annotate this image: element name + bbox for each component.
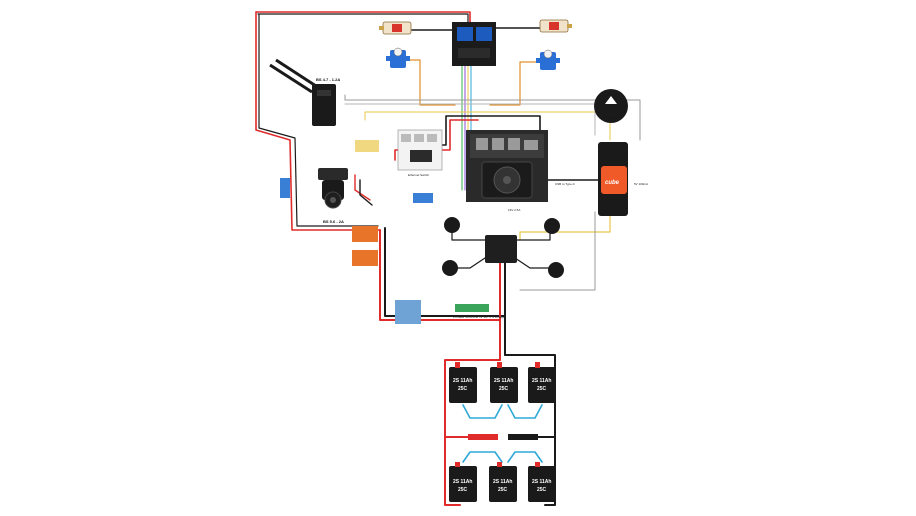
label-gps-sub: M10 Neo — [605, 112, 618, 116]
wire-main-black — [384, 227, 506, 356]
battery-4-line1: 2S 11Ah — [453, 479, 472, 485]
battery-4: 2S 11Ah 25C — [449, 466, 477, 502]
wire-outer-black — [257, 13, 469, 25]
motors — [442, 217, 564, 278]
wire-gray-1 — [344, 94, 641, 141]
flight-controller — [598, 142, 628, 216]
motor-top-right — [544, 218, 560, 234]
jetson-board — [466, 130, 548, 202]
bec-module-left — [280, 178, 290, 198]
wire-cam-black — [359, 179, 373, 206]
wire-servo-left — [407, 59, 456, 106]
motor-bottom-left — [442, 260, 458, 276]
battery-5: 2S 11Ah 25C — [489, 466, 517, 502]
battery-6-line1: 2S 11Ah — [532, 479, 551, 485]
battery-5-line1: 2S 11Ah — [493, 479, 512, 485]
battery-6: 2S 11Ah 25C — [528, 466, 556, 502]
wago-connectors — [352, 226, 421, 324]
label-power-module: POWER MODULE 5V 3A / 6 S Voltage — [453, 315, 505, 319]
battery-3: 2S 11Ah 25C — [528, 367, 556, 403]
bec-module-cam — [355, 140, 379, 152]
wire-cam-red — [354, 174, 371, 201]
wire-main-red — [379, 229, 501, 361]
relay-motor-left — [379, 21, 412, 35]
label-bec-top: BS 4.7 - 1.2A — [316, 77, 340, 82]
ethernet-switch — [397, 129, 443, 171]
relay-motor-right — [539, 19, 572, 33]
motor-top-left — [444, 217, 460, 233]
battery-tabs — [455, 362, 540, 467]
wire-outer-red — [255, 11, 471, 23]
wire-batt-black-bot — [544, 436, 556, 506]
battery-6-line2: 25C — [537, 487, 547, 493]
gps-module — [594, 89, 628, 123]
battery-2: 2S 11Ah 25C — [490, 367, 518, 403]
wire-motor-br — [514, 257, 556, 269]
antenna-module — [269, 58, 336, 126]
camera-gimbal — [318, 168, 348, 209]
wire-fc-esc-gray — [519, 211, 596, 291]
battery-3-line2: 25C — [537, 386, 547, 392]
label-jetson-power: 19V 2.5A — [508, 208, 520, 212]
battery-2-line2: 25C — [499, 386, 509, 392]
battery-bus-connectors — [468, 434, 538, 440]
battery-3-line1: 2S 11Ah — [532, 378, 551, 384]
battery-5-line2: 25C — [498, 487, 508, 493]
wire-batt-blue-top-1 — [462, 404, 503, 419]
label-usb-link: USB to Type-C — [555, 182, 576, 186]
power-module — [455, 304, 489, 312]
motor-bottom-right — [548, 262, 564, 278]
bec-module-mid — [413, 193, 433, 203]
battery-2-line1: 2S 11Ah — [494, 378, 513, 384]
wire-servo-right — [489, 61, 549, 106]
wire-batt-blue-bot-2 — [507, 451, 543, 463]
wire-batt-red-bot — [444, 436, 461, 506]
label-gps: 4 S GP — [604, 89, 614, 93]
servo-left — [386, 47, 410, 68]
wire-batt-blue-top-2 — [507, 404, 543, 419]
wire-left-black — [258, 14, 379, 227]
label-fc-power: 5V 100mA — [634, 182, 648, 186]
battery-1-line2: 25C — [458, 386, 468, 392]
wire-left-red — [255, 11, 381, 231]
relay-board — [452, 22, 496, 66]
wire-yellow-fc — [364, 111, 611, 141]
battery-1-line1: 2S 11Ah — [453, 378, 472, 384]
wire-jetson-red — [394, 119, 479, 161]
wire-batt-blue-bot-1 — [462, 451, 503, 463]
label-ethernet-switch: Ethernet Switch — [408, 173, 429, 177]
wire-fc-esc-yellow — [519, 211, 611, 241]
label-fc-brand: cube — [605, 180, 620, 186]
battery-4-line2: 25C — [458, 487, 468, 493]
esc-board — [485, 235, 517, 263]
label-bec-cam: BS 5.6 - 2A — [323, 219, 344, 224]
servo-right — [536, 49, 560, 70]
wire-batt-red — [444, 359, 501, 438]
battery-1: 2S 11Ah 25C — [449, 367, 477, 403]
